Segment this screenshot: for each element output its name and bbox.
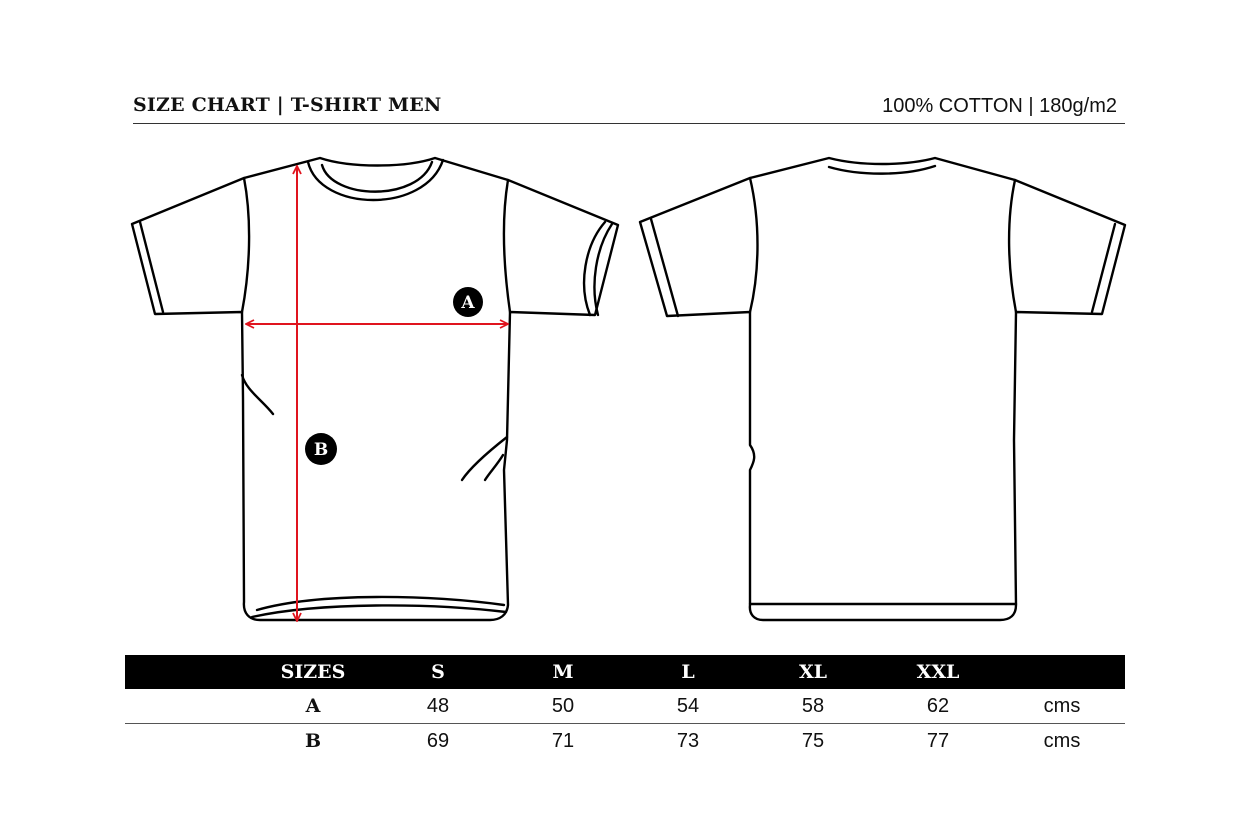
size-table: SIZES S M L XL XXL A 48 50 54 58 62 cms … — [125, 655, 1125, 758]
unit-label: cms — [1043, 730, 1081, 752]
size-header-s: S — [431, 661, 445, 683]
table-cell: 54 — [676, 695, 700, 717]
header-divider — [133, 123, 1125, 124]
badge-b: B — [305, 433, 337, 465]
tshirt-front — [130, 156, 620, 622]
table-cell: 58 — [801, 695, 825, 717]
badge-b-label: B — [314, 440, 328, 460]
measurement-arrows — [246, 166, 508, 621]
chart-title: SIZE CHART | T-SHIRT MEN — [133, 94, 442, 116]
table-row: B 69 71 73 75 77 cms — [125, 724, 1125, 758]
table-cell: 62 — [926, 695, 950, 717]
size-header-m: M — [552, 661, 574, 683]
table-cell: 48 — [426, 695, 450, 717]
material-info: 100% COTTON | 180g/m2 — [882, 95, 1117, 117]
size-header-l: L — [681, 661, 695, 683]
tshirt-back — [638, 156, 1127, 622]
unit-label: cms — [1043, 695, 1081, 717]
table-header-row: SIZES S M L XL XXL — [125, 655, 1125, 689]
badge-a: A — [453, 287, 483, 317]
size-header-xxl: XXL — [916, 661, 960, 683]
table-cell: 50 — [551, 695, 575, 717]
table-row: A 48 50 54 58 62 cms — [125, 689, 1125, 724]
badge-a-label: A — [460, 293, 475, 313]
sizes-header: SIZES — [280, 661, 346, 683]
table-cell: 71 — [551, 730, 575, 752]
table-cell: 69 — [426, 730, 450, 752]
table-cell: 77 — [926, 730, 950, 752]
chart-header: SIZE CHART | T-SHIRT MEN 100% COTTON | 1… — [133, 94, 1125, 124]
row-label-b: B — [304, 730, 322, 752]
table-cell: 75 — [801, 730, 825, 752]
size-header-xl: XL — [798, 661, 828, 683]
table-cell: 73 — [676, 730, 700, 752]
row-label-a: A — [305, 695, 321, 717]
